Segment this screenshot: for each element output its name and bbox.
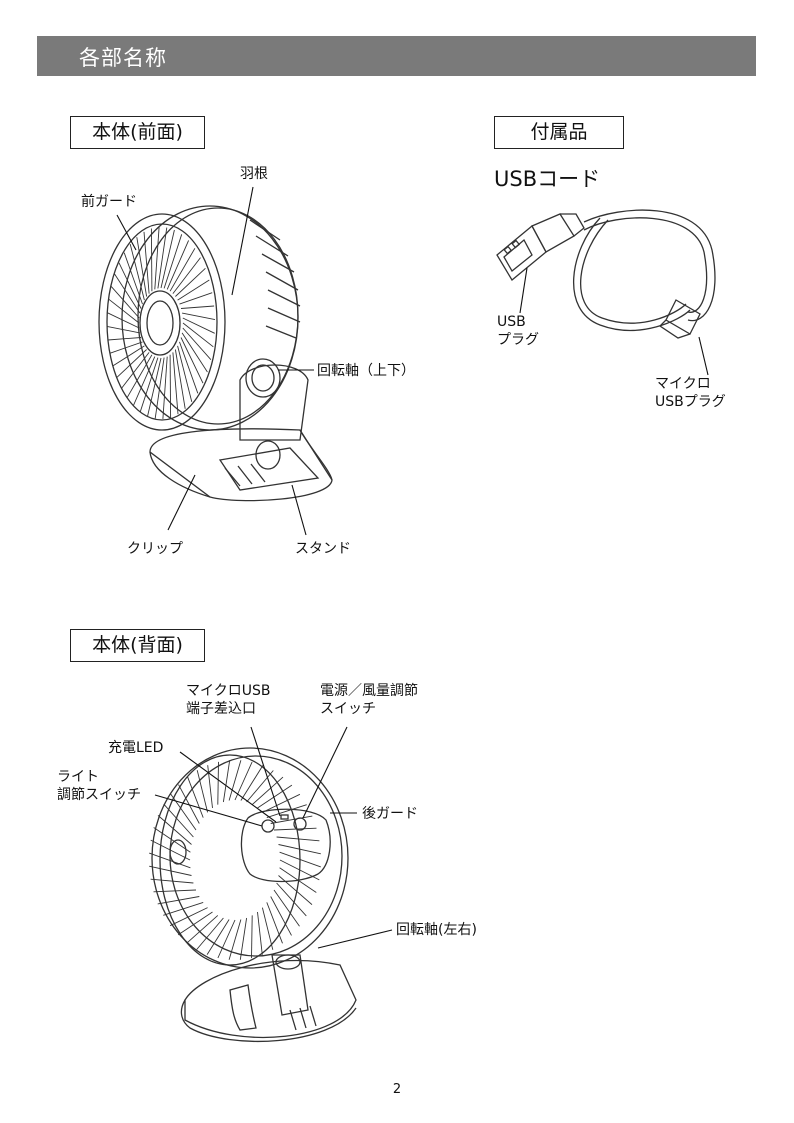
fan-spoke	[271, 897, 292, 936]
callout-blade: 羽根	[240, 165, 268, 183]
callout-pivot-leftright: 回転軸(左右)	[396, 921, 477, 939]
callout-clip: クリップ	[127, 540, 183, 558]
fan-spoke	[155, 227, 159, 289]
callout-stand: スタンド	[295, 540, 351, 558]
fan-spoke	[187, 915, 218, 943]
fan-spoke	[178, 912, 212, 935]
callout-light-switch-line1: ライト	[57, 768, 141, 786]
fan-spoke	[188, 777, 204, 818]
fan-spoke	[108, 338, 141, 341]
callout-micro-usb-plug-line1: マイクロ	[655, 375, 726, 393]
callout-micro-usb-port-line1: マイクロUSB	[186, 682, 270, 700]
fan-spoke	[109, 299, 139, 323]
fan-spoke	[170, 908, 208, 926]
fan-spoke	[180, 293, 213, 304]
callout-usb-plug: USB プラグ	[497, 313, 539, 349]
fan-spoke	[161, 230, 174, 288]
fan-spoke	[181, 306, 214, 309]
fan-spoke	[107, 313, 139, 328]
callout-pivot-updown: 回転軸（上下）	[317, 362, 415, 380]
callout-micro-usb-plug: マイクロ USBプラグ	[655, 375, 726, 411]
fan-spoke	[240, 918, 246, 960]
fan-spoke	[163, 902, 203, 915]
page-number: 2	[0, 1082, 794, 1097]
callout-light-switch-line2: 調節スイッチ	[57, 786, 141, 804]
fan-spoke	[179, 785, 200, 824]
callout-rear-guard: 後ガード	[362, 805, 418, 823]
front-fan-drawing	[99, 187, 332, 535]
back-fan-drawing	[149, 727, 392, 1041]
callout-micro-usb-port-line2: 端子差込口	[186, 700, 270, 718]
callout-usb-plug-line1: USB	[497, 313, 539, 331]
fan-spoke	[107, 326, 140, 333]
fan-spoke	[170, 355, 171, 418]
callout-usb-plug-line2: プラグ	[497, 331, 539, 349]
callout-power-switch-line2: スイッチ	[320, 700, 418, 718]
fan-spoke	[183, 318, 215, 333]
callout-light-switch: ライト 調節スイッチ	[57, 768, 141, 804]
fan-spoke	[223, 760, 229, 802]
callout-micro-usb-port: マイクロUSB 端子差込口	[186, 682, 270, 718]
fan-spoke	[148, 358, 161, 416]
fan-spoke	[163, 357, 167, 419]
fan-spoke	[267, 902, 283, 943]
usb-cord-drawing	[497, 210, 715, 375]
callout-power-switch: 電源／風量調節 スイッチ	[320, 682, 418, 718]
fan-spoke	[158, 228, 167, 289]
fan-spoke	[218, 762, 219, 805]
fan-spoke	[252, 915, 253, 958]
fan-spoke	[258, 912, 263, 955]
callout-front-guard: 前ガード	[81, 193, 137, 211]
fan-spoke	[252, 777, 283, 805]
fan-spoke	[258, 785, 292, 808]
callout-micro-usb-plug-line2: USBプラグ	[655, 393, 726, 411]
callout-charge-led: 充電LED	[108, 739, 163, 757]
fan-spoke	[183, 323, 213, 347]
fan-spoke	[267, 805, 307, 818]
fan-spoke	[151, 229, 152, 292]
fan-spoke	[182, 313, 215, 320]
callout-power-switch-line1: 電源／風量調節	[320, 682, 418, 700]
